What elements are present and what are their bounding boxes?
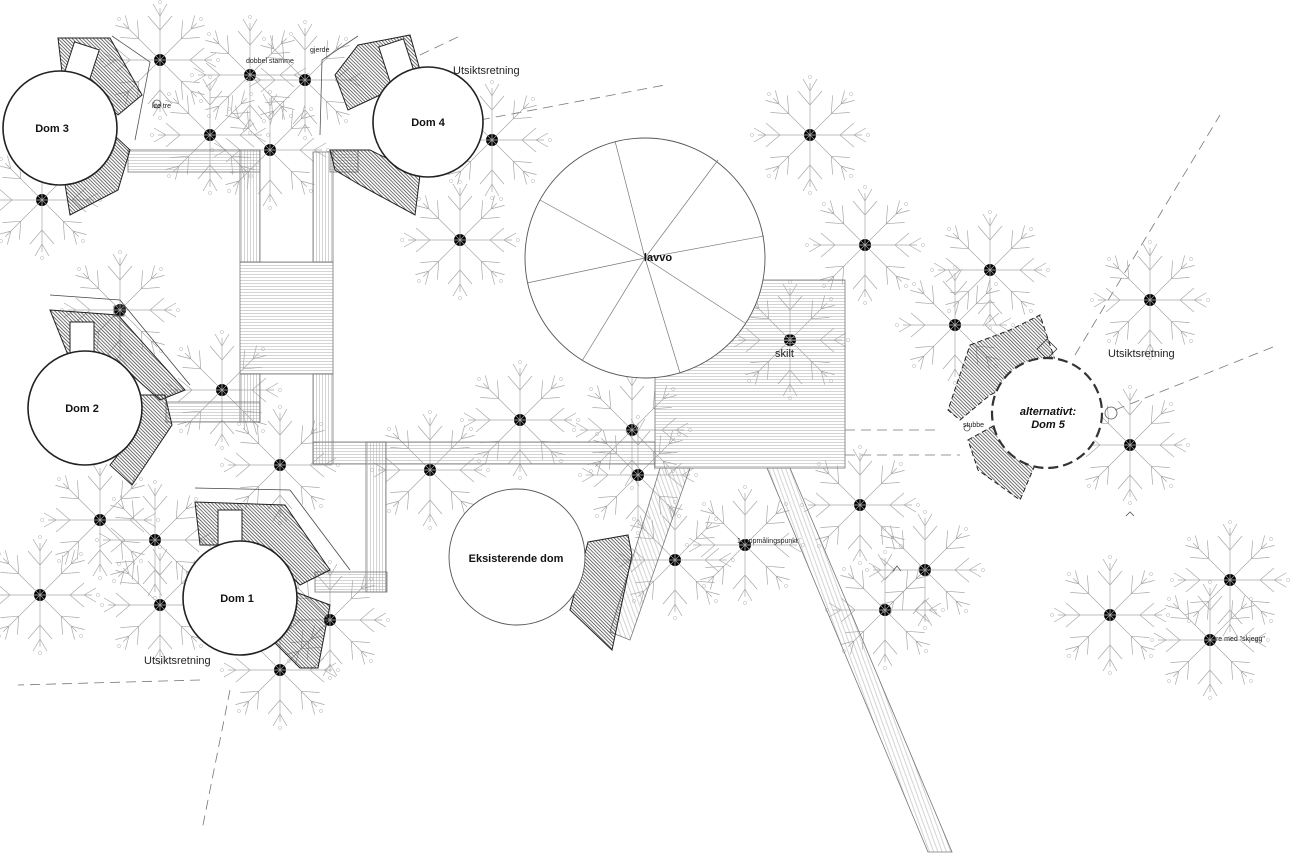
dom3: Dom 3 bbox=[2, 37, 143, 216]
dom4: Dom 4 bbox=[329, 34, 484, 216]
note-stump: stubbe bbox=[963, 422, 984, 429]
view-direction-label-1: Utsiktsretning bbox=[453, 65, 520, 77]
lavvo-label: lavvo bbox=[644, 252, 672, 264]
dom1: Dom 1 bbox=[182, 487, 351, 669]
note-small-tree: lite tre bbox=[152, 103, 171, 110]
dom3-circle bbox=[2, 70, 118, 186]
dom1-label: Dom 1 bbox=[220, 593, 254, 605]
note-tree-beard: tre med "skjegg" bbox=[1214, 636, 1265, 643]
existing-dome-circle bbox=[448, 488, 586, 626]
sign-label: skilt bbox=[775, 348, 794, 360]
existing-dome: Eksisterende dom bbox=[448, 488, 633, 651]
note-fence: gjerde bbox=[310, 47, 330, 54]
dom2-label: Dom 2 bbox=[65, 403, 99, 415]
dom5-alternative: alternativt: Dom 5 bbox=[947, 314, 1104, 501]
dom3-label: Dom 3 bbox=[35, 123, 69, 135]
dom5-circle bbox=[990, 356, 1104, 470]
lavvo: lavvo bbox=[524, 137, 766, 379]
view-direction-label-2: Utsiktsretning bbox=[1108, 348, 1175, 360]
dom1-circle bbox=[182, 540, 298, 656]
dom4-label: Dom 4 bbox=[411, 117, 446, 129]
fence-line-2 bbox=[319, 35, 359, 136]
note-survey-point: 1. oppmålingspunkt bbox=[737, 537, 798, 545]
markers bbox=[113, 99, 1135, 572]
note-double-trunk: dobbel stamme bbox=[246, 58, 294, 65]
dom5-label-line1: alternativt: bbox=[1020, 406, 1077, 418]
dom2: Dom 2 bbox=[27, 294, 191, 486]
dom5-label-line2: Dom 5 bbox=[1031, 419, 1066, 431]
dom4-circle bbox=[372, 66, 484, 178]
view-direction-lines bbox=[17, 34, 1279, 831]
dom2-circle bbox=[27, 350, 143, 466]
boardwalks bbox=[127, 149, 953, 853]
existing-dome-label: Eksisterende dom bbox=[469, 553, 564, 565]
view-direction-label-3: Utsiktsretning bbox=[144, 655, 211, 667]
fence-line bbox=[111, 35, 151, 141]
